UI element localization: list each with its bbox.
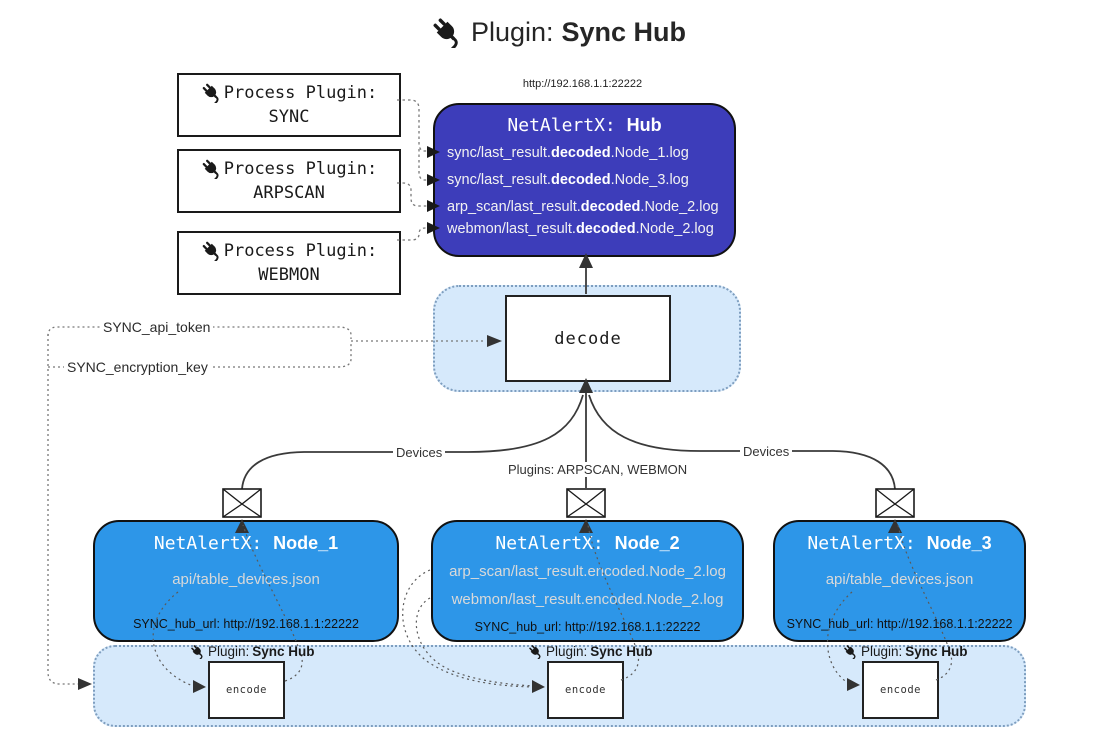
plug-icon — [844, 645, 856, 659]
encode-plugin-label: Plugin:Sync Hub — [190, 644, 315, 659]
process-plugin-name: WEBMON — [258, 265, 320, 285]
hub-log-line: webmon/last_result.decoded.Node_2.log — [447, 221, 714, 237]
hub-title-label: NetAlertX: — [507, 115, 616, 136]
envelope-icon — [875, 488, 915, 518]
process-plugin-arpscan: Process Plugin: ARPSCAN — [177, 149, 401, 213]
node-title: NetAlertX: Node_1 — [153, 533, 339, 554]
node-hub-url: SYNC_hub_url: http://192.168.1.1:22222 — [474, 620, 701, 634]
node-2-box: NetAlertX: Node_2 arp_scan/last_result.e… — [431, 520, 744, 642]
edge-label-devices-left: Devices — [393, 445, 446, 460]
edges-process-plugins-to-hub — [397, 99, 427, 241]
node-title: NetAlertX: Node_2 — [495, 533, 680, 554]
encode-plugin-label: Plugin:Sync Hub — [528, 644, 653, 659]
node-file-line: arp_scan/last_result.encoded.Node_2.log — [449, 563, 726, 580]
title-name: Sync Hub — [561, 16, 687, 47]
hub-title: NetAlertX: Hub — [435, 115, 734, 136]
page-title: Plugin: Sync Hub — [0, 16, 1117, 48]
plug-icon — [529, 645, 541, 659]
node-1-box: NetAlertX: Node_1 api/table_devices.json… — [93, 520, 399, 642]
edge-label-plugins: Plugins: ARPSCAN, WEBMON — [505, 462, 691, 477]
node-title: NetAlertX: Node_3 — [807, 533, 992, 554]
plug-icon — [433, 18, 458, 48]
edge-label-devices-right: Devices — [740, 444, 793, 459]
hub-box: NetAlertX: Hub sync/last_result.decoded.… — [433, 103, 736, 257]
node-hub-url: SYNC_hub_url: http://192.168.1.1:22222 — [133, 617, 359, 631]
encode-box-3: encode — [862, 661, 939, 719]
envelope-icon — [566, 488, 606, 518]
process-plugin-label-row: Process Plugin: — [201, 239, 378, 263]
hub-url-label: http://192.168.1.1:22222 — [522, 78, 643, 90]
process-plugin-name: SYNC — [268, 107, 310, 127]
process-plugin-webmon: Process Plugin: WEBMON — [177, 231, 401, 295]
envelope-icon — [222, 488, 262, 518]
plug-icon — [202, 84, 219, 104]
plug-icon — [191, 645, 203, 659]
node-file-line: webmon/last_result.encoded.Node_2.log — [451, 591, 724, 608]
node-hub-url: SYNC_hub_url: http://192.168.1.1:22222 — [786, 617, 1013, 631]
node-file-line: api/table_devices.json — [172, 571, 320, 588]
hub-title-name: Hub — [626, 115, 662, 135]
arrowhead-into-encode-band — [78, 678, 92, 690]
process-plugin-name: ARPSCAN — [253, 183, 325, 203]
process-plugin-label-row: Process Plugin: — [201, 81, 378, 105]
process-plugin-label: Process Plugin: — [223, 82, 378, 103]
decode-box: decode — [505, 295, 671, 382]
sync-api-token-label: SYNC_api_token — [100, 319, 214, 335]
hub-log-line: sync/last_result.decoded.Node_3.log — [447, 172, 689, 188]
plug-icon — [202, 160, 219, 180]
title-label: Plugin: — [470, 16, 554, 47]
process-plugin-sync: Process Plugin: SYNC — [177, 73, 401, 137]
hub-log-line: arp_scan/last_result.decoded.Node_2.log — [447, 199, 719, 215]
process-plugin-label: Process Plugin: — [223, 240, 378, 261]
node-3-box: NetAlertX: Node_3 api/table_devices.json… — [773, 520, 1026, 642]
process-plugin-label-row: Process Plugin: — [201, 157, 378, 181]
encode-plugin-label: Plugin:Sync Hub — [843, 644, 968, 659]
hub-log-line: sync/last_result.decoded.Node_1.log — [447, 145, 689, 161]
encode-box-2: encode — [547, 661, 624, 719]
encode-box-1: encode — [208, 661, 285, 719]
sync-encryption-key-label: SYNC_encryption_key — [64, 359, 211, 375]
plug-icon — [202, 242, 219, 262]
process-plugin-label: Process Plugin: — [223, 158, 378, 179]
node-file-line: api/table_devices.json — [825, 571, 974, 588]
